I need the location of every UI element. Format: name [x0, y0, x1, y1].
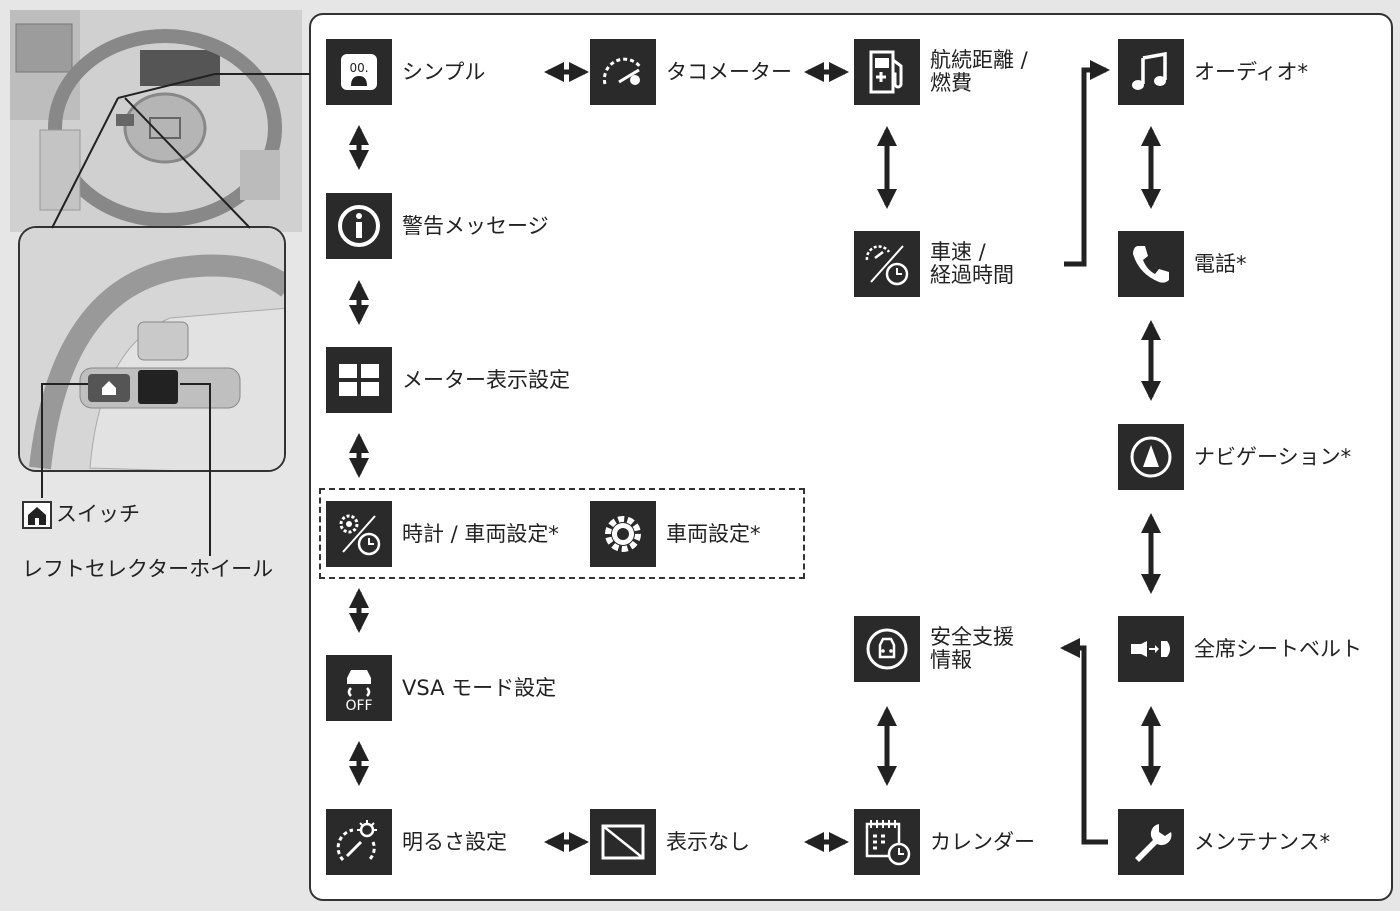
gear-icon — [590, 501, 656, 567]
svg-text:OFF: OFF — [345, 698, 372, 714]
node-warning-label: 警告メッセージ — [402, 213, 549, 238]
node-vehicle-settings-label: 車両設定* — [666, 521, 761, 546]
node-speed[interactable]: 車速 / 経過時間 — [854, 231, 1014, 297]
safety-support-icon — [854, 616, 920, 682]
node-no-display[interactable]: 表示なし — [590, 809, 750, 875]
node-range[interactable]: 航続距離 / 燃費 — [854, 39, 1028, 105]
node-phone[interactable]: 電話* — [1118, 231, 1247, 297]
simple-meter-icon: 00. — [326, 39, 392, 105]
node-maintenance-label: メンテナンス* — [1194, 829, 1331, 854]
steering-wheel-illustration — [10, 10, 302, 232]
speed-clock-icon — [854, 231, 920, 297]
phone-icon — [1118, 231, 1184, 297]
settings-group-box — [319, 488, 805, 579]
blank-screen-icon — [590, 809, 656, 875]
seatbelt-icon — [1118, 616, 1184, 682]
node-meter-display-label: メーター表示設定 — [402, 367, 570, 392]
node-safety-label: 安全支援 情報 — [930, 626, 1014, 672]
node-audio-label: オーディオ* — [1194, 59, 1309, 84]
info-icon — [326, 193, 392, 259]
gear-clock-icon — [326, 501, 392, 567]
cockpit-photo — [10, 10, 302, 232]
arrow-maint-to-safety — [1060, 638, 1108, 845]
node-calendar-label: カレンダー — [930, 829, 1035, 854]
display-flow-panel — [309, 13, 1393, 901]
node-tacho-label: タコメーター — [666, 59, 792, 84]
music-note-icon — [1118, 39, 1184, 105]
calendar-icon — [854, 809, 920, 875]
node-clock-vehicle[interactable]: 時計 / 車両設定* — [326, 501, 559, 567]
node-clock-vehicle-label: 時計 / 車両設定* — [402, 521, 559, 546]
wrench-icon — [1118, 809, 1184, 875]
home-icon — [22, 501, 52, 529]
node-seatbelt-label: 全席シートベルト — [1194, 636, 1362, 661]
node-seatbelt[interactable]: 全席シートベルト — [1118, 616, 1362, 682]
tachometer-icon — [590, 39, 656, 105]
fuel-pump-icon — [854, 39, 920, 105]
switch-inset — [18, 226, 286, 472]
node-maintenance[interactable]: メンテナンス* — [1118, 809, 1330, 875]
meter-layout-icon — [326, 347, 392, 413]
node-safety[interactable]: 安全支援 情報 — [854, 616, 1014, 682]
brightness-icon — [326, 809, 392, 875]
node-range-label: 航続距離 / 燃費 — [930, 49, 1028, 95]
node-vsa-label: VSA モード設定 — [402, 675, 557, 700]
node-simple-label: シンプル — [402, 59, 486, 84]
navigation-icon — [1118, 424, 1184, 490]
node-no-display-label: 表示なし — [666, 829, 750, 854]
node-vehicle-settings[interactable]: 車両設定* — [590, 501, 761, 567]
safety-line2: 情報 — [930, 648, 972, 672]
wheel-caption: レフトセレクターホイール — [22, 557, 274, 581]
svg-text:00.: 00. — [349, 61, 368, 75]
switch-label: スイッチ — [56, 502, 140, 526]
node-calendar[interactable]: カレンダー — [854, 809, 1035, 875]
speed-line2: 経過時間 — [930, 263, 1014, 287]
node-simple[interactable]: 00. シンプル — [326, 39, 485, 105]
vsa-off-icon: OFF — [326, 655, 392, 721]
node-warning[interactable]: 警告メッセージ — [326, 193, 549, 259]
range-line2: 燃費 — [930, 71, 972, 95]
node-tacho[interactable]: タコメーター — [590, 39, 792, 105]
node-phone-label: 電話* — [1194, 251, 1247, 276]
arrow-speed-to-audio — [1064, 60, 1110, 267]
range-line1: 航続距離 / — [930, 48, 1028, 72]
speed-line1: 車速 / — [930, 240, 986, 264]
node-vsa[interactable]: OFF VSA モード設定 — [326, 655, 556, 721]
node-meter-display[interactable]: メーター表示設定 — [326, 347, 570, 413]
node-navi[interactable]: ナビゲーション* — [1118, 424, 1351, 490]
node-navi-label: ナビゲーション* — [1194, 444, 1352, 469]
node-brightness[interactable]: 明るさ設定 — [326, 809, 507, 875]
node-speed-label: 車速 / 経過時間 — [930, 241, 1014, 287]
node-audio[interactable]: オーディオ* — [1118, 39, 1308, 105]
home-switch-caption: スイッチ — [22, 498, 140, 529]
safety-line1: 安全支援 — [930, 625, 1014, 649]
steering-switch-closeup — [20, 228, 284, 470]
node-brightness-label: 明るさ設定 — [402, 829, 507, 854]
